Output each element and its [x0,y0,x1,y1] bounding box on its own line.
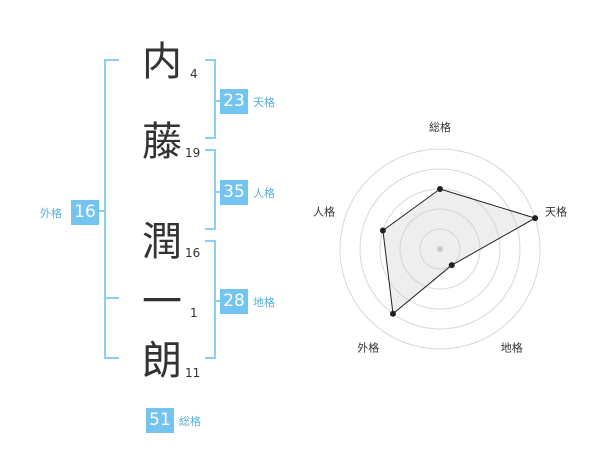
stroke-count-2: 19 [185,146,201,160]
stroke-count-4: 1 [190,306,198,320]
chikaku-badge: 28 [220,289,248,314]
radar-center-dot [437,246,443,252]
radar-ring-1 [419,228,461,270]
radar-axis-label-1: 天格 [545,204,567,218]
soukaku-label: 総格 [179,415,201,428]
name-char-5: 朗 [142,338,182,384]
radar-axis-label-3: 外格 [357,341,379,355]
stroke-count-5: 11 [185,366,201,380]
radar-point-3 [389,310,396,317]
name-char-1: 内 [142,39,182,85]
tenkaku-bracket [205,59,216,139]
jinkaku-bracket [205,149,216,230]
radar-axis-label-4: 人格 [313,204,335,218]
chikaku-label: 地格 [253,296,275,309]
jinkaku-label: 人格 [253,187,275,200]
radar-point-1 [532,215,539,222]
gaikaku-bracket [104,59,119,359]
radar-point-0 [437,186,443,192]
name-char-3: 潤 [142,219,182,265]
radar-axis-label-0: 総格 [429,120,451,134]
gaikaku-label: 外格 [40,207,62,220]
name-char-2: 藤 [142,119,182,165]
radar-point-4 [379,227,386,234]
stroke-count-3: 16 [185,246,201,260]
tenkaku-label: 天格 [253,96,275,109]
jinkaku-badge: 35 [220,180,248,205]
radar-series-shape [382,188,537,315]
radar-ring-5 [339,148,541,350]
name-char-4: 一 [142,279,182,325]
radar-axis-label-2: 地格 [501,341,523,355]
stroke-count-1: 4 [190,67,198,81]
tenkaku-badge: 23 [220,89,248,114]
radar-point-2 [448,262,455,269]
chikaku-bracket [205,240,216,359]
soukaku-badge: 51 [146,408,174,433]
radar-ring-4 [359,168,521,330]
gaikaku-badge: 16 [71,200,99,225]
